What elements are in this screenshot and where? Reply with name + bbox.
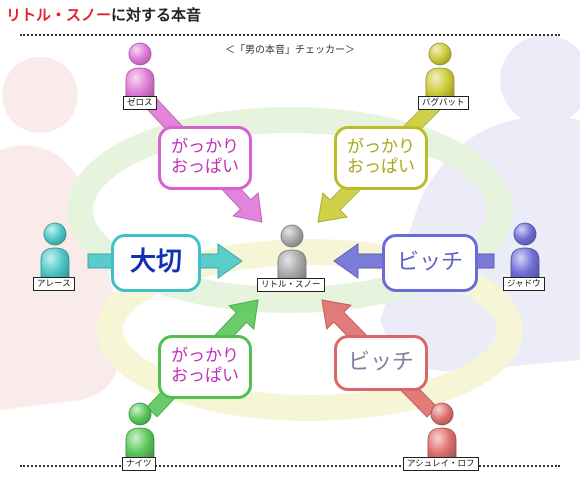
title-highlight: リトル・スノー <box>6 6 112 24</box>
name-box-center: リトル・スノー <box>257 278 325 292</box>
person-head <box>128 42 152 66</box>
label-ares-line-1: 大切 <box>129 247 182 278</box>
person-figure-jadou <box>510 222 540 283</box>
person-body <box>425 67 455 103</box>
label-ares: 大切 <box>111 234 201 292</box>
name-box-jadou: ジャドウ <box>503 277 545 291</box>
person-icon-naiz <box>120 400 160 464</box>
person-body <box>125 67 155 103</box>
person-body <box>40 247 70 283</box>
person-body <box>277 249 307 285</box>
person-body <box>427 427 457 463</box>
label-naiz-line-1: がっかり <box>171 346 239 367</box>
person-body <box>510 247 540 283</box>
top-divider <box>20 34 560 36</box>
label-bagubat: がっかり おっぱい <box>334 126 428 190</box>
label-jadou: ビッチ <box>382 234 478 292</box>
person-head <box>513 222 537 246</box>
person-figure-naiz <box>125 402 155 463</box>
label-zeros: がっかり おっぱい <box>158 126 252 190</box>
person-figure-bagubat <box>425 42 455 103</box>
person-figure-ashur <box>427 402 457 463</box>
person-figure-zeros <box>125 42 155 103</box>
label-naiz-line-2: おっぱい <box>171 366 239 386</box>
name-box-naiz: ナイツ <box>122 457 156 471</box>
bg-ring-green <box>67 107 513 313</box>
page-subtitle: ＜「男の本音」チェッカー＞ <box>225 45 355 56</box>
name-box-zeros: ゼロス <box>123 96 157 110</box>
label-bagubat-line-2: おっぱい <box>347 157 415 177</box>
bg-ring-yellow <box>97 239 523 421</box>
label-zeros-line-1: がっかり <box>171 137 239 158</box>
person-icon-bagubat <box>420 40 460 104</box>
bg-figure-right-head <box>500 35 580 125</box>
person-figure-center <box>277 224 307 285</box>
person-head <box>280 224 304 248</box>
title-rest: に対する本音 <box>111 6 202 24</box>
label-jadou-line-1: ビッチ <box>396 250 463 276</box>
person-icon-zeros <box>120 40 160 104</box>
name-box-bagubat: バグバット <box>418 96 469 110</box>
person-head <box>43 222 67 246</box>
label-bagubat-line-1: がっかり <box>347 137 415 158</box>
page-title: リトル・スノーに対する本音 <box>6 4 201 25</box>
person-head <box>128 402 152 426</box>
person-icon-ares <box>35 220 75 284</box>
label-ashur: ビッチ <box>334 335 428 391</box>
person-icon-center <box>272 222 312 286</box>
bg-figure-left-head <box>2 57 78 133</box>
label-naiz: がっかり おっぱい <box>158 335 252 399</box>
person-icon-jadou <box>505 220 545 284</box>
person-body <box>125 427 155 463</box>
name-box-ares: アレース <box>33 277 75 291</box>
bottom-divider <box>20 465 560 467</box>
person-head <box>428 42 452 66</box>
person-icon-ashur <box>422 400 462 464</box>
person-head <box>430 402 454 426</box>
label-zeros-line-2: おっぱい <box>171 157 239 177</box>
person-figure-ares <box>40 222 70 283</box>
name-box-ashur: アシュレイ・ロフ <box>403 457 479 471</box>
label-ashur-line-1: ビッチ <box>347 350 414 376</box>
